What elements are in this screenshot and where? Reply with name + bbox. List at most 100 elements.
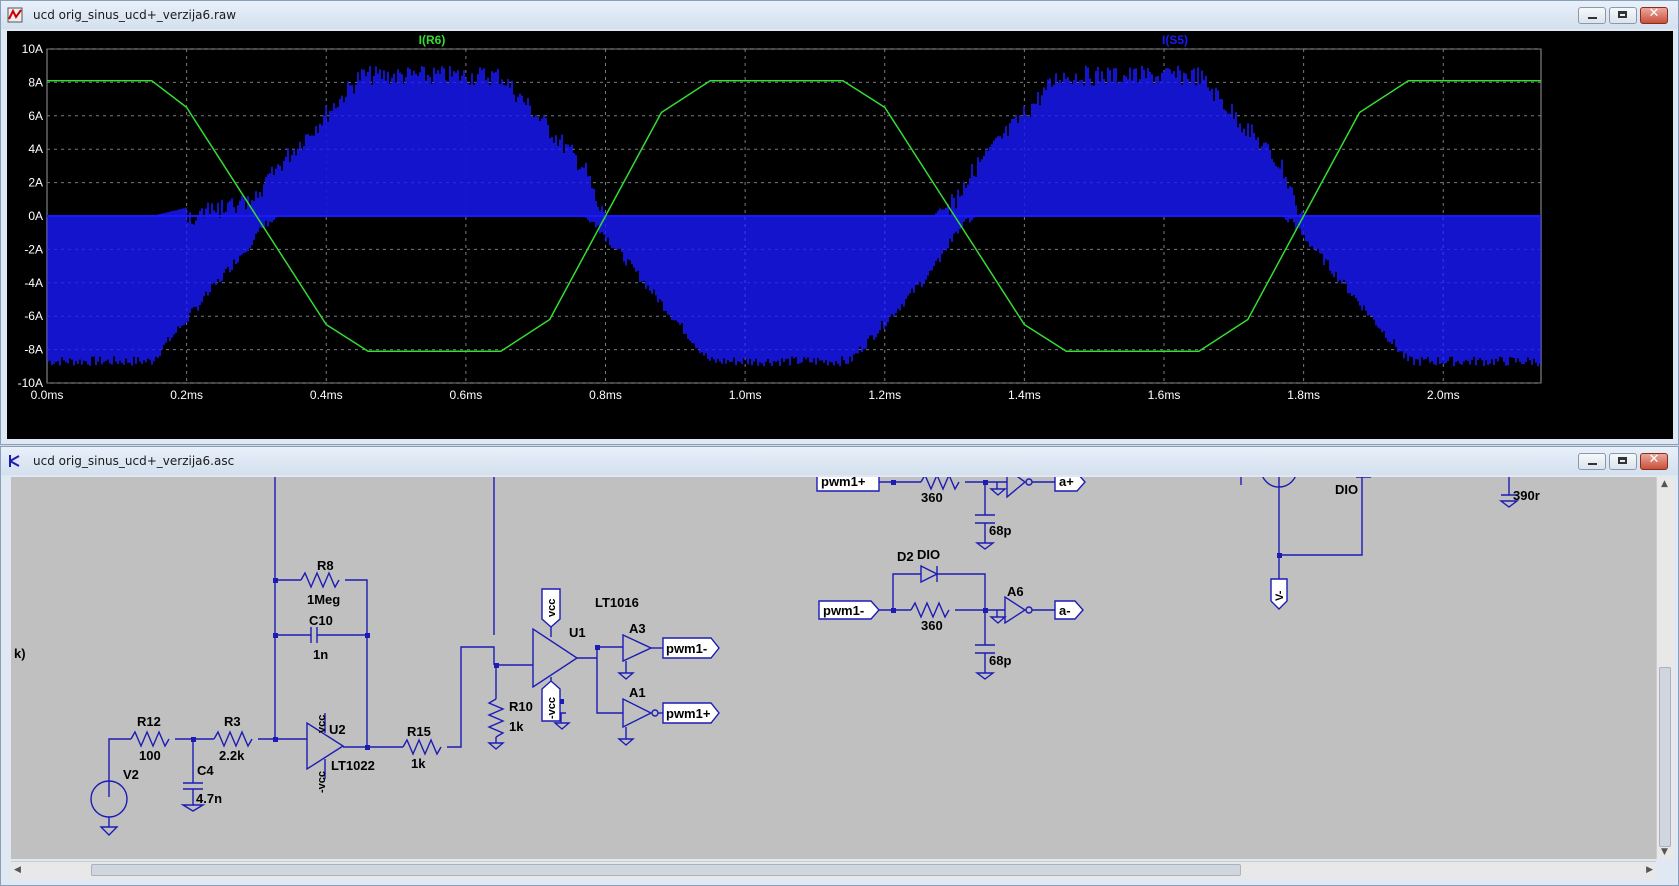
- label-r15[interactable]: R15: [407, 724, 431, 739]
- close-button[interactable]: ✕: [1640, 6, 1668, 24]
- trace-i-r6[interactable]: [47, 79, 1541, 353]
- label-u1-model[interactable]: LT1016: [595, 595, 639, 610]
- label-d2[interactable]: D2: [897, 549, 914, 564]
- label-r-top[interactable]: 360: [921, 490, 943, 505]
- x-tick-label: 1.8ms: [1287, 388, 1320, 402]
- scroll-up-icon[interactable]: ▲: [1661, 479, 1668, 489]
- schematic-titlebar[interactable]: ucd orig_sinus_ucd+_verzija6.asc ✕: [1, 447, 1678, 475]
- schematic-horizontal-scrollbar[interactable]: ◀ ▶: [11, 861, 1656, 879]
- label-nvcc-u2[interactable]: -vcc: [316, 771, 328, 793]
- maximize-icon: [1618, 11, 1627, 18]
- scroll-left-icon[interactable]: ◀: [14, 865, 21, 875]
- label-a3[interactable]: A3: [629, 621, 646, 636]
- x-tick-label: 0.0ms: [31, 388, 64, 402]
- label-pwm1-plus-out[interactable]: pwm1+: [666, 706, 711, 721]
- schematic-canvas[interactable]: R8 1Meg C10 1n R12 100 R3 2.2k C4 4.7n V…: [11, 477, 1656, 859]
- label-pwm1-minus-out[interactable]: pwm1-: [666, 641, 707, 656]
- label-left-k[interactable]: k): [14, 646, 26, 661]
- minimize-button[interactable]: [1578, 7, 1606, 24]
- y-tick-label: -8A: [24, 343, 43, 357]
- waveform-window: ucd orig_sinus_ucd+_verzija6.raw ✕ 10A 8A…: [0, 0, 1679, 445]
- waveform-app-icon: [7, 7, 23, 23]
- label-r8[interactable]: R8: [317, 558, 334, 573]
- label-nvcc-u1[interactable]: -vcc: [546, 697, 558, 719]
- label-a1[interactable]: A1: [629, 685, 646, 700]
- y-tick-label: -6A: [24, 309, 43, 323]
- x-tick-label: 0.6ms: [450, 388, 483, 402]
- close-icon: ✕: [1648, 452, 1660, 467]
- schematic-app-icon: [9, 455, 20, 467]
- label-r10[interactable]: R10: [509, 699, 533, 714]
- maximize-button[interactable]: [1609, 453, 1637, 470]
- label-r10-value[interactable]: 1k: [509, 719, 524, 734]
- label-vcc-u2[interactable]: vcc: [316, 715, 328, 733]
- scroll-right-icon[interactable]: ▶: [1646, 865, 1653, 875]
- label-dio[interactable]: DIO: [917, 547, 940, 562]
- trace-label-i-r6[interactable]: I(R6): [419, 33, 446, 47]
- schematic-vertical-scrollbar[interactable]: ▲ ▼: [1656, 477, 1674, 859]
- close-icon: ✕: [1648, 6, 1660, 21]
- x-tick-label: 1.4ms: [1008, 388, 1041, 402]
- waveform-titlebar[interactable]: ucd orig_sinus_ucd+_verzija6.raw ✕: [1, 1, 1678, 29]
- label-vcc-u1[interactable]: vcc: [546, 599, 558, 617]
- label-r3-value[interactable]: 2.2k: [219, 748, 245, 763]
- label-c4-value[interactable]: 4.7n: [196, 791, 222, 806]
- x-tick-label: 1.2ms: [868, 388, 901, 402]
- maximize-button[interactable]: [1609, 7, 1637, 24]
- label-r12-value[interactable]: 100: [139, 748, 161, 763]
- scroll-down-icon[interactable]: ▼: [1661, 847, 1668, 857]
- trace-i-r6-path: [47, 79, 1541, 353]
- label-r3[interactable]: R3: [224, 714, 241, 729]
- label-v-minus[interactable]: V-: [1274, 590, 1286, 601]
- y-tick-label: -4A: [24, 276, 43, 290]
- label-a6[interactable]: A6: [1007, 584, 1024, 599]
- schematic-drawing[interactable]: R8 1Meg C10 1n R12 100 R3 2.2k C4 4.7n V…: [11, 477, 1656, 859]
- schematic-wires: [90, 477, 1520, 836]
- y-tick-label: 8A: [28, 75, 43, 89]
- x-tick-label: 1.0ms: [729, 388, 762, 402]
- label-r15-value[interactable]: 1k: [411, 756, 426, 771]
- label-a-minus[interactable]: a-: [1059, 603, 1071, 618]
- label-r-bot[interactable]: 360: [921, 618, 943, 633]
- label-c4[interactable]: C4: [197, 763, 214, 778]
- schematic-window-title: ucd orig_sinus_ucd+_verzija6.asc: [33, 454, 235, 468]
- y-tick-label: 2A: [28, 176, 43, 190]
- y-tick-label: -10A: [18, 376, 43, 390]
- label-u2[interactable]: U2: [329, 722, 346, 737]
- label-u1[interactable]: U1: [569, 625, 586, 640]
- vertical-scroll-thumb[interactable]: [1659, 667, 1671, 847]
- minimize-button[interactable]: [1578, 453, 1606, 470]
- maximize-icon: [1618, 457, 1627, 464]
- schematic-junctions: [191, 480, 1282, 750]
- label-c-right[interactable]: 390r: [1513, 488, 1540, 503]
- label-pwm1-plus-in[interactable]: pwm1+: [821, 477, 866, 489]
- trace-i-s5-path: [47, 65, 1541, 367]
- trace-i-s5[interactable]: [47, 65, 1541, 367]
- label-c10-value[interactable]: 1n: [313, 647, 328, 662]
- label-r12[interactable]: R12: [137, 714, 161, 729]
- x-tick-label: 0.8ms: [589, 388, 622, 402]
- trace-label-i-s5[interactable]: I(S5): [1162, 33, 1188, 47]
- label-a-plus[interactable]: a+: [1059, 477, 1074, 489]
- horizontal-scroll-thumb[interactable]: [91, 864, 1241, 876]
- y-tick-label: 0A: [28, 209, 43, 223]
- label-dio-right[interactable]: DIO: [1335, 482, 1358, 497]
- label-c10[interactable]: C10: [309, 613, 333, 628]
- label-r8-value[interactable]: 1Meg: [307, 592, 340, 607]
- y-tick-label: 6A: [28, 109, 43, 123]
- label-pwm1-minus-in[interactable]: pwm1-: [823, 603, 864, 618]
- y-tick-label: -2A: [24, 242, 43, 256]
- schematic-labels: R8 1Meg C10 1n R12 100 R3 2.2k C4 4.7n V…: [14, 477, 1540, 806]
- label-c-bot[interactable]: 68p: [989, 653, 1011, 668]
- label-c-top[interactable]: 68p: [989, 523, 1011, 538]
- close-button[interactable]: ✕: [1640, 452, 1668, 470]
- net-flags: [541, 477, 1288, 724]
- schematic-window: ucd orig_sinus_ucd+_verzija6.asc ✕: [0, 446, 1679, 886]
- x-tick-label: 0.4ms: [310, 388, 343, 402]
- y-tick-label: 10A: [22, 42, 43, 56]
- label-v2[interactable]: V2: [123, 767, 139, 782]
- label-u2-model[interactable]: LT1022: [331, 758, 375, 773]
